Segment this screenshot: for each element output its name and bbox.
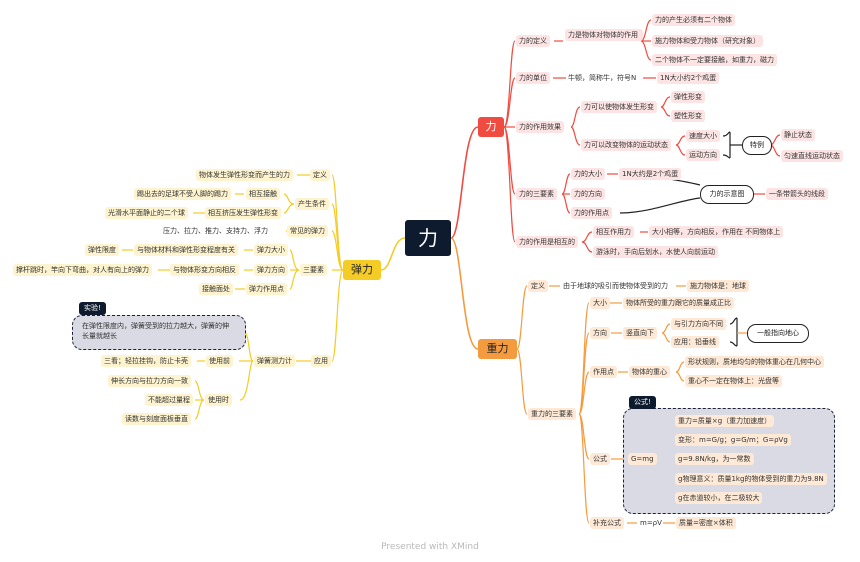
tanli-size-b[interactable]: 弹性限度 <box>85 244 119 256</box>
li-definition-1[interactable]: 力的产生必须有二个物体 <box>652 14 735 26</box>
tanli-before-use[interactable]: 使用前 <box>206 355 233 367</box>
tanli-direction-a[interactable]: 与物体形变方向相反 <box>170 264 239 276</box>
zhongli-points-to-center[interactable]: 一般指向地心 <box>747 324 809 343</box>
tanli-condition-2a[interactable]: 光滑水平面静止的二个球 <box>105 207 188 219</box>
topic-tanli[interactable]: 弹力 <box>343 260 381 280</box>
tanli-condition-1a[interactable]: 踢出去的足球不受人脚的踢力 <box>134 188 231 200</box>
zhongli-point-1a[interactable]: 形状规则，质地均匀的物体重心在几何中心 <box>685 356 824 368</box>
zhongli-point[interactable]: 作用点 <box>590 366 617 378</box>
li-effect-shape[interactable]: 力可以使物体发生形变 <box>581 101 657 113</box>
li-definition-3[interactable]: 二个物体不一定要接触，如重力，磁力 <box>652 54 777 66</box>
tanli-point-a[interactable]: 接触面处 <box>199 283 233 295</box>
li-three-elements[interactable]: 力的三要素 <box>516 188 557 200</box>
li-effect[interactable]: 力的作用效果 <box>516 121 564 133</box>
zhongli-formula[interactable]: 公式 <box>590 453 610 465</box>
li-arrow-segment[interactable]: 一条带箭头的线段 <box>766 188 828 200</box>
topic-zhongli[interactable]: 重力 <box>478 339 517 359</box>
tanli-during-use[interactable]: 使用时 <box>205 394 232 406</box>
topic-li[interactable]: 力 <box>478 117 504 137</box>
li-unit[interactable]: 力的单位 <box>516 72 550 84</box>
formula-5[interactable]: g在赤道较小，在二极较大 <box>675 492 763 504</box>
watermark: Presented with XMind <box>381 542 479 552</box>
tanli-spring-scale[interactable]: 弹簧测力计 <box>254 355 295 367</box>
zhongli-point-1b[interactable]: 重心不一定在物体上：光盘等 <box>685 375 782 387</box>
li-static-state[interactable]: 静止状态 <box>781 129 815 141</box>
experiment-frame <box>72 315 246 350</box>
tanli-during-use-3[interactable]: 读数与刻度面板垂直 <box>122 413 191 425</box>
zhongli-size-1[interactable]: 物体所受的重力跟它的质量成正比 <box>623 297 734 309</box>
li-direction-of-motion[interactable]: 运动方向 <box>686 149 720 161</box>
zhongli-definition[interactable]: 定义 <box>528 280 548 292</box>
zhongli-point-1[interactable]: 物体的重心 <box>629 366 670 378</box>
tanli-definition-1[interactable]: 物体发生弹性形变而产生的力 <box>196 169 293 181</box>
zhongli-three-elements[interactable]: 重力的三要素 <box>528 408 576 420</box>
zhongli-extra-formula[interactable]: 补充公式 <box>590 517 624 529</box>
formula-tag[interactable]: 公式! <box>629 396 656 409</box>
zhongli-extra-1[interactable]: m=ρV <box>640 519 662 527</box>
root-topic[interactable]: 力 <box>405 220 451 256</box>
zhongli-definition-1[interactable]: 由于地球的吸引而使物体受到的力 <box>563 282 668 290</box>
zhongli-direction-1b[interactable]: 应用：铅垂线 <box>671 336 719 348</box>
formula-1[interactable]: 重力=质量×g（重力加速度） <box>675 415 775 427</box>
li-unit-2[interactable]: 1N大小约2个鸡蛋 <box>657 72 720 84</box>
tanli-during-use-1[interactable]: 伸长方向与拉力方向一致 <box>108 375 191 387</box>
zhongli-definition-2[interactable]: 施力物体是：地球 <box>687 280 749 292</box>
li-special-case[interactable]: 特例 <box>742 136 772 155</box>
li-force-size-note[interactable]: 1N大约是2个鸡蛋 <box>619 168 682 180</box>
formula-3[interactable]: g=9.8N/kg，为一常数 <box>675 453 754 465</box>
li-mutual-2[interactable]: 游泳时，手向后划水，水使人向前运动 <box>593 246 718 258</box>
formula-4[interactable]: g物理意义：质量1kg的物体受到的重力为9.8N <box>675 473 827 485</box>
li-force-direction[interactable]: 力的方向 <box>571 188 605 200</box>
li-speed[interactable]: 速度大小 <box>686 130 720 142</box>
li-definition-main[interactable]: 力是物体对物体的作用 <box>565 29 643 41</box>
tanli-common-1[interactable]: 压力、拉力、推力、支持力、浮力 <box>163 227 268 235</box>
li-mutual[interactable]: 力的作用是相互的 <box>516 236 578 248</box>
li-unit-1[interactable]: 牛顿，简称牛，符号N <box>568 74 637 82</box>
tanli-common[interactable]: 常见的弹力 <box>287 225 328 237</box>
li-uniform-motion[interactable]: 匀速直线运动状态 <box>781 150 843 162</box>
li-force-diagram[interactable]: 力的示意图 <box>700 185 754 204</box>
formula-2[interactable]: 变形：m=G/g；g=G/m；G=ρVg <box>675 434 791 446</box>
li-force-point[interactable]: 力的作用点 <box>571 207 612 219</box>
tanli-before-use-a[interactable]: 三看；轻拉挂钩，防止卡壳 <box>101 355 191 367</box>
tanli-three-elements[interactable]: 三要素 <box>300 264 327 276</box>
zhongli-direction-1[interactable]: 竖直向下 <box>623 327 657 339</box>
tanli-definition[interactable]: 定义 <box>310 169 330 181</box>
li-definition[interactable]: 力的定义 <box>516 35 550 47</box>
experiment-tag[interactable]: 实验! <box>79 302 106 315</box>
tanli-during-use-2[interactable]: 不能超过量程 <box>145 394 193 406</box>
tanli-condition-2[interactable]: 相互挤压发生弹性形变 <box>205 207 281 219</box>
li-force-size[interactable]: 力的大小 <box>571 168 605 180</box>
zhongli-direction[interactable]: 方向 <box>590 327 610 339</box>
zhongli-direction-1a[interactable]: 与引力方向不同 <box>671 318 726 330</box>
li-definition-main-text: 力是物体对物体的作用 <box>568 31 638 39</box>
experiment-text-2[interactable]: 长量就越长 <box>82 332 117 340</box>
tanli-size-a[interactable]: 与物体材料和弹性形变程度有关 <box>134 244 238 256</box>
li-effect-motion[interactable]: 力可以改变物体的运动状态 <box>581 139 671 151</box>
zhongli-extra-2[interactable]: 质量=密度×体积 <box>676 517 736 529</box>
li-plastic-deformation[interactable]: 塑性形变 <box>671 110 705 122</box>
tanli-direction[interactable]: 弹力方向 <box>254 264 288 276</box>
tanli-application[interactable]: 应用 <box>311 355 331 367</box>
li-mutual-1[interactable]: 相互作用力 <box>593 226 634 238</box>
zhongli-formula-main[interactable]: G=mg <box>628 453 657 465</box>
tanli-point[interactable]: 弹力作用点 <box>246 283 287 295</box>
li-elastic-deformation[interactable]: 弹性形变 <box>671 91 705 103</box>
tanli-size[interactable]: 弹力大小 <box>254 244 288 256</box>
tanli-condition[interactable]: 产生条件 <box>295 198 329 210</box>
zhongli-size[interactable]: 大小 <box>590 297 610 309</box>
li-definition-2[interactable]: 施力物体和受力物体（研究对象） <box>652 35 763 47</box>
tanli-direction-b[interactable]: 撑杆跳时，竿向下弯曲，对人有向上的弹力 <box>13 264 152 276</box>
tanli-condition-1[interactable]: 相互接触 <box>246 188 280 200</box>
li-mutual-1-note[interactable]: 大小相等，方向相反，作用在 不同物体上 <box>649 226 784 238</box>
experiment-text-1[interactable]: 在弹性限度内，弹簧受到的拉力越大，弹簧的伸 <box>82 322 229 330</box>
